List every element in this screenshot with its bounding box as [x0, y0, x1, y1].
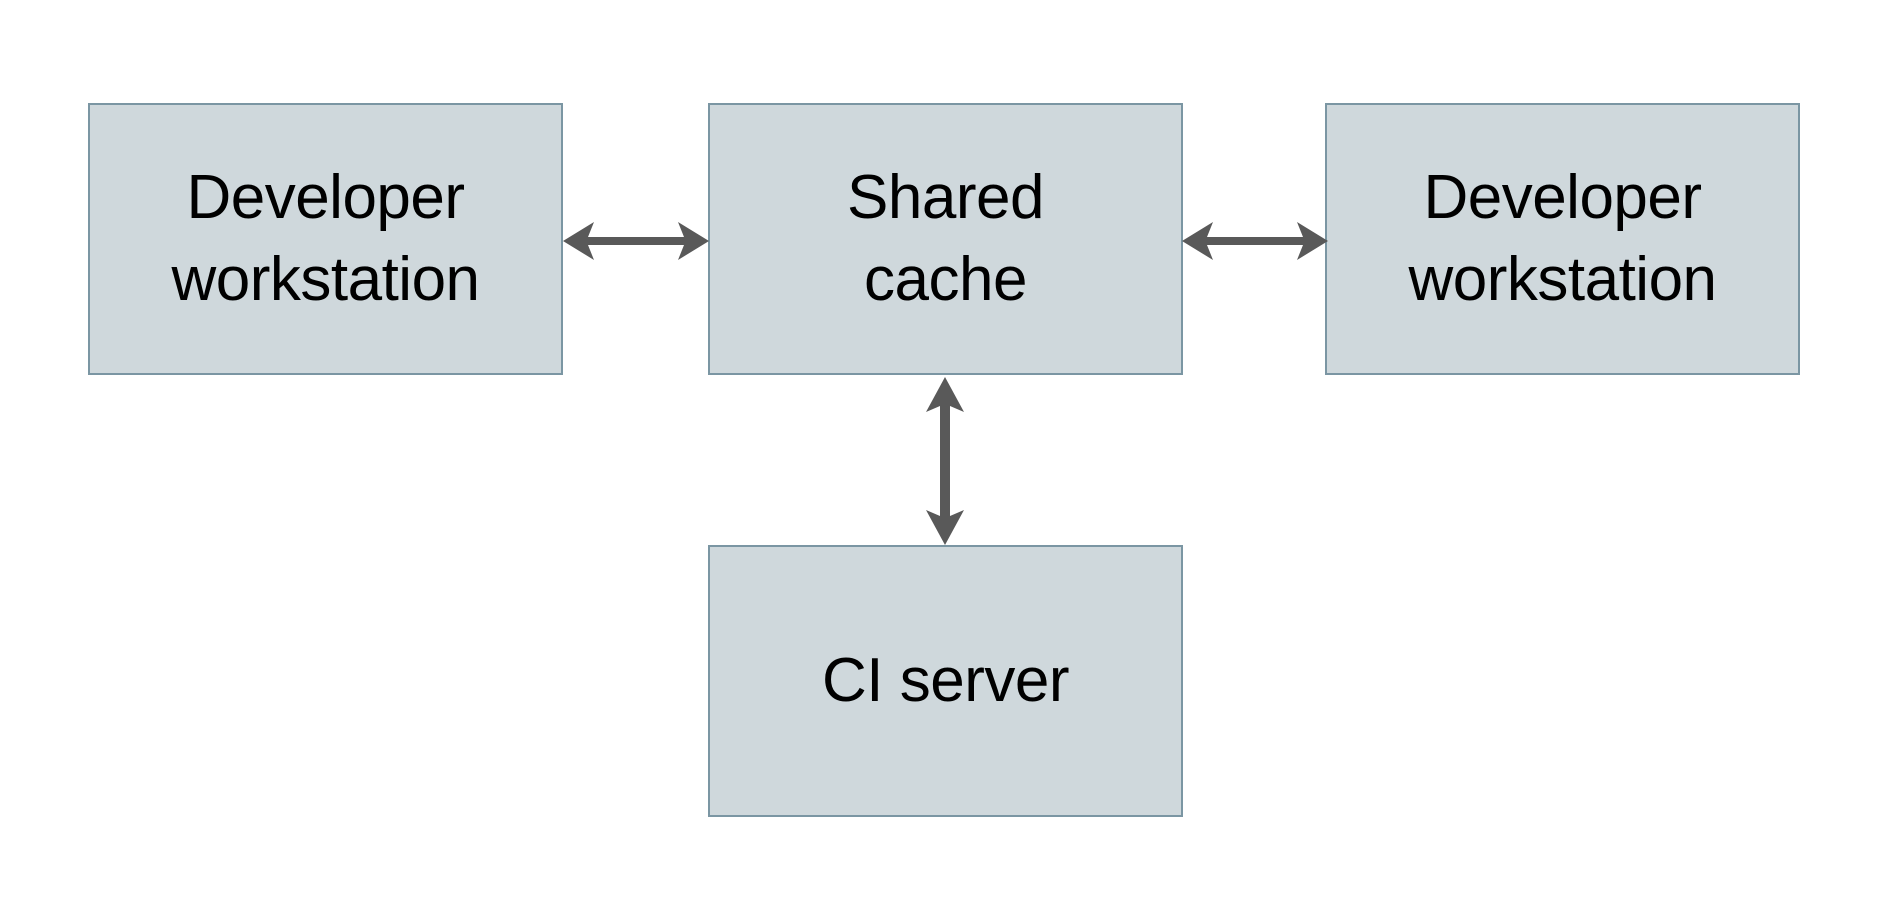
double-headed-arrow-icon — [563, 222, 709, 260]
node-label-ci-server: CI server — [822, 646, 1069, 716]
node-ci-server[interactable]: CI server — [708, 545, 1183, 817]
node-label-shared-cache: Shared cache — [847, 163, 1044, 314]
edge-developer-workstation-left-to-shared-cache[interactable] — [560, 208, 712, 274]
edge-shared-cache-to-ci-server[interactable] — [912, 374, 978, 548]
node-label-developer-workstation-right: Developer workstation — [1408, 163, 1717, 314]
node-label-developer-workstation-left: Developer workstation — [171, 163, 480, 314]
double-headed-arrow-icon — [926, 377, 964, 545]
node-developer-workstation-left[interactable]: Developer workstation — [88, 103, 563, 375]
edge-shared-cache-to-developer-workstation-right[interactable] — [1179, 208, 1331, 274]
node-developer-workstation-right[interactable]: Developer workstation — [1325, 103, 1800, 375]
node-shared-cache[interactable]: Shared cache — [708, 103, 1183, 375]
double-headed-arrow-icon — [1182, 222, 1328, 260]
